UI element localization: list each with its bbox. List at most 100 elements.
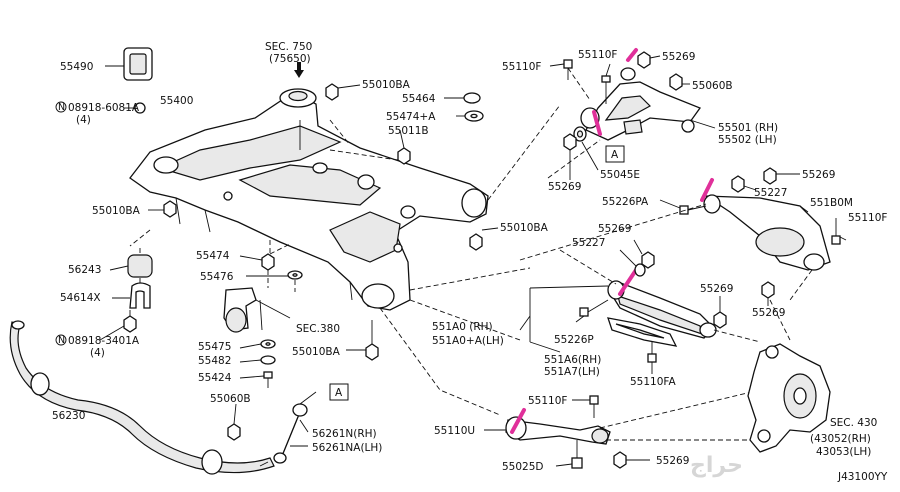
label-55400: 55400 bbox=[160, 95, 193, 107]
label-sec750-sub: (75650) bbox=[269, 53, 311, 65]
label-56243: 56243 bbox=[68, 264, 101, 276]
label-55110u: 55110U bbox=[434, 425, 475, 437]
stopper-55490 bbox=[105, 47, 153, 81]
label-55482: 55482 bbox=[198, 355, 231, 367]
nut-icon bbox=[469, 227, 499, 251]
washer-icon bbox=[239, 355, 276, 365]
label-55269-7: 55269 bbox=[656, 455, 689, 467]
nut-icon bbox=[148, 200, 177, 218]
label-55227-1: 55227 bbox=[754, 187, 787, 199]
upper-link-55501 bbox=[580, 67, 716, 141]
svg-text:N: N bbox=[58, 102, 65, 113]
nut-icon bbox=[669, 73, 690, 91]
label-55226pa: 55226PA bbox=[602, 196, 649, 208]
label-55476: 55476 bbox=[200, 271, 234, 283]
bushing-icon bbox=[109, 254, 153, 278]
label-551a0a: 551A0+A(LH) bbox=[432, 335, 504, 347]
label-551a6: 551A6(RH) bbox=[544, 354, 601, 366]
bushing-icon bbox=[223, 287, 291, 333]
label-43052: (43052(RH) bbox=[810, 433, 871, 445]
label-55490: 55490 bbox=[60, 61, 93, 73]
label-55010ba-4: 55010BA bbox=[292, 346, 341, 358]
nut-icon bbox=[325, 83, 361, 101]
nut-icon bbox=[633, 239, 655, 269]
bolt-icon bbox=[601, 63, 611, 104]
label-55269-6: 55269 bbox=[752, 307, 785, 319]
control-link-55110u bbox=[505, 416, 611, 445]
label-55025d: 55025D bbox=[502, 461, 544, 473]
rear-subframe bbox=[129, 88, 489, 311]
bolt-icon bbox=[575, 299, 609, 323]
member-551a6 bbox=[607, 317, 678, 347]
bracket bbox=[623, 119, 643, 135]
label-43053: 43053(LH) bbox=[816, 446, 871, 458]
label-551a7: 551A7(LH) bbox=[544, 366, 600, 378]
label-55269-5: 55269 bbox=[700, 283, 733, 295]
svg-text:N: N bbox=[58, 335, 65, 346]
label-551a0: 551A0 (RH) bbox=[432, 321, 493, 333]
label-55110f-3: 55110F bbox=[848, 212, 887, 224]
label-55010ba-1: 55010BA bbox=[362, 79, 411, 91]
bolt-icon bbox=[647, 342, 657, 374]
label-sec380: SEC.380 bbox=[296, 323, 340, 335]
label-55502: 55502 (LH) bbox=[718, 134, 777, 146]
nut-icon bbox=[637, 51, 661, 69]
label-56230: 56230 bbox=[52, 410, 85, 422]
label-55269-3: 55269 bbox=[802, 169, 835, 181]
nut-icon bbox=[731, 175, 757, 193]
washer-icon bbox=[246, 270, 303, 280]
label-56261na: 56261NA(LH) bbox=[312, 442, 382, 454]
label-qty-4a: (4) bbox=[76, 114, 91, 126]
nut-icon bbox=[761, 281, 775, 306]
bolt-icon bbox=[831, 218, 841, 245]
lower-arm-551b0m bbox=[703, 194, 847, 271]
label-sec430: SEC. 430 bbox=[830, 417, 877, 429]
label-08918-3401a: 08918-3401A bbox=[68, 335, 140, 347]
nut-icon bbox=[563, 133, 577, 180]
bushing-icon bbox=[444, 92, 481, 104]
label-55060b-2: 55060B bbox=[692, 80, 733, 92]
axle-knuckle bbox=[747, 343, 831, 453]
label-ref-code: J43100YY bbox=[837, 471, 888, 483]
bolt-icon bbox=[549, 59, 573, 80]
label-55110f-4: 55110F bbox=[528, 395, 567, 407]
bolt-icon bbox=[659, 199, 707, 215]
label-55110f-1: 55110F bbox=[502, 61, 541, 73]
label-55010ba-3: 55010BA bbox=[500, 222, 549, 234]
nut-icon bbox=[763, 167, 800, 185]
label-08918-6081a: 08918-6081A bbox=[68, 102, 140, 114]
label-55227-2: 55227 bbox=[572, 237, 605, 249]
nut-icon bbox=[613, 451, 650, 469]
watermark: حراج bbox=[690, 453, 743, 478]
label-55010ba-2: 55010BA bbox=[92, 205, 141, 217]
label-55269-2: 55269 bbox=[548, 181, 581, 193]
label-55060b-1: 55060B bbox=[210, 393, 251, 405]
label-55226p: 55226P bbox=[554, 334, 594, 346]
lower-link-551a0 bbox=[607, 280, 717, 339]
stabilizer-link bbox=[259, 391, 317, 467]
bushing-icon bbox=[619, 249, 646, 277]
stabilizer-bar bbox=[9, 320, 275, 475]
nut-icon bbox=[124, 102, 146, 114]
label-sec750: SEC. 750 bbox=[265, 41, 312, 53]
label-551b0m: 551B0M bbox=[810, 197, 853, 209]
label-55464: 55464 bbox=[402, 93, 436, 105]
label-55110fa: 55110FA bbox=[630, 376, 676, 388]
label-56261n: 56261N(RH) bbox=[312, 428, 377, 440]
label-55474a: 55474+A bbox=[386, 111, 436, 123]
label-55424: 55424 bbox=[198, 372, 232, 384]
label-55269-4: 55269 bbox=[598, 223, 631, 235]
bolt-icon bbox=[555, 440, 583, 469]
nut-icon bbox=[99, 310, 137, 341]
svg-text:A: A bbox=[335, 387, 343, 399]
label-54614x: 54614X bbox=[60, 292, 101, 304]
nut-icon bbox=[239, 253, 275, 271]
label-55269-1: 55269 bbox=[662, 51, 695, 63]
washer-icon bbox=[456, 110, 484, 122]
svg-text:A: A bbox=[611, 149, 619, 161]
label-55501: 55501 (RH) bbox=[718, 122, 778, 134]
clamp-54614x bbox=[112, 282, 151, 309]
bolt-icon bbox=[239, 371, 273, 388]
label-55011b: 55011B bbox=[388, 125, 429, 137]
